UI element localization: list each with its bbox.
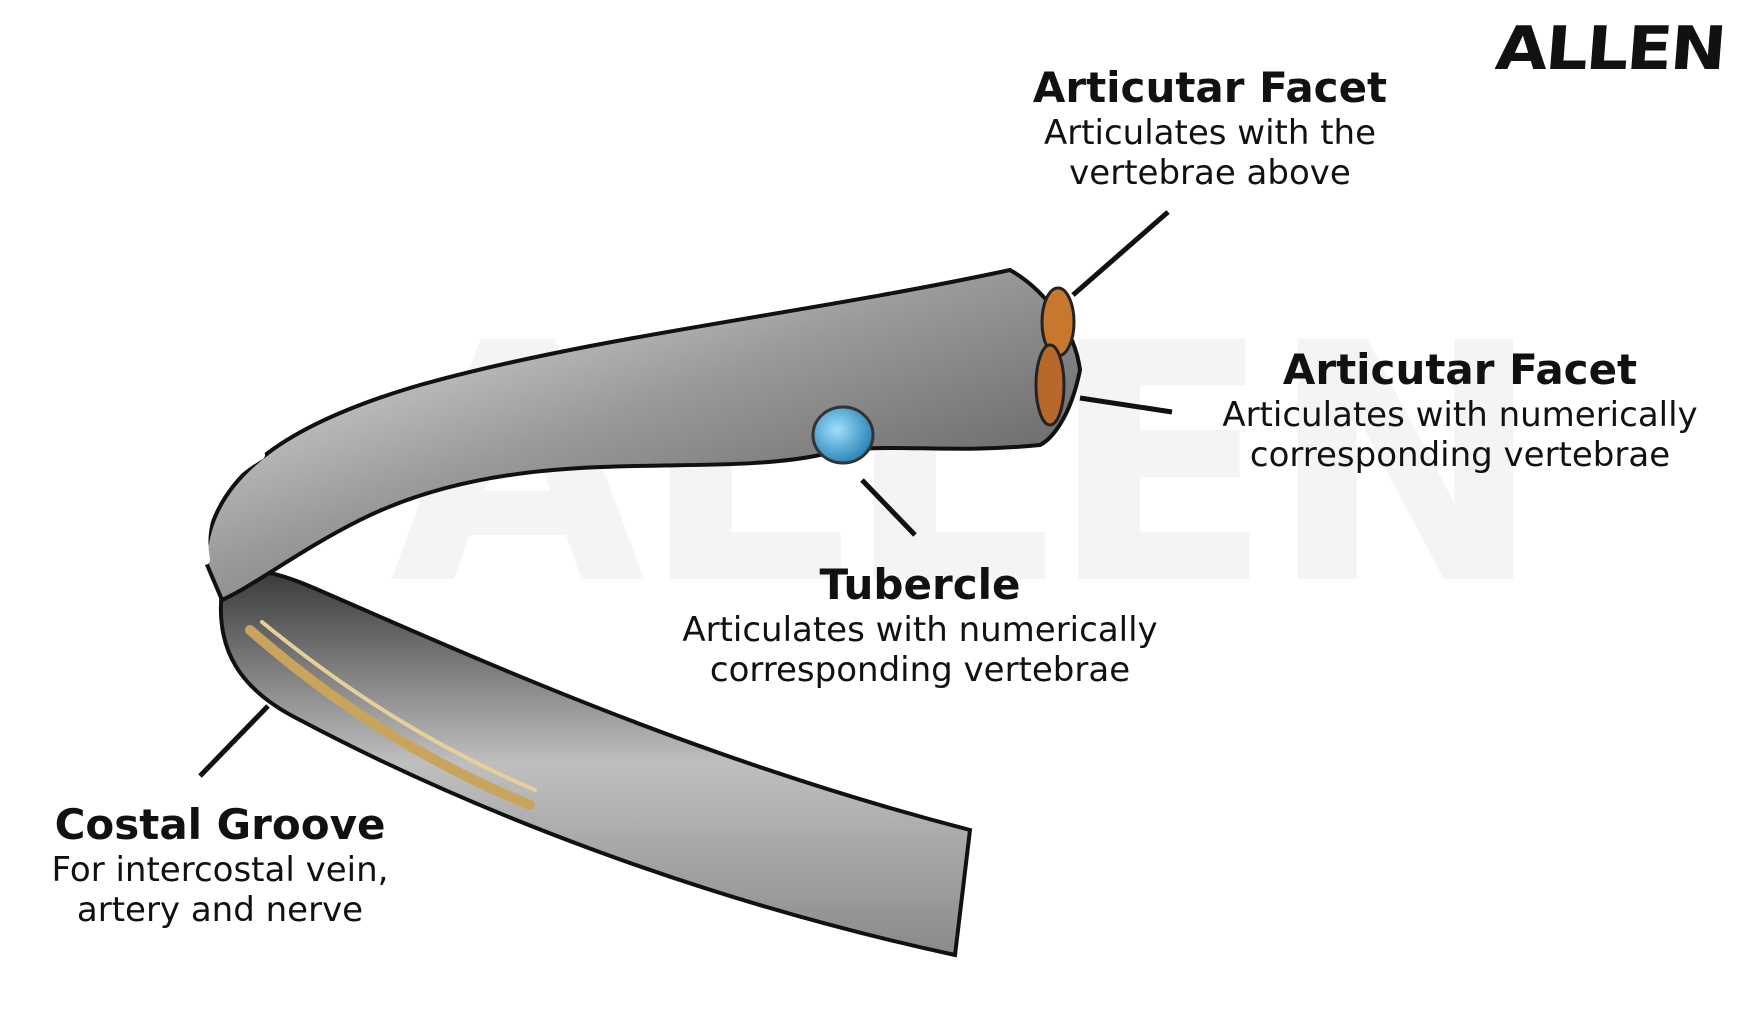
label-desc-line: For intercostal vein, xyxy=(51,850,389,890)
leader-tubercle xyxy=(860,478,917,537)
label-tubercle: Tubercle Articulates with numerically co… xyxy=(650,560,1190,690)
brand-logo: ALLEN xyxy=(1492,14,1727,84)
label-desc-line: Articulates with numerically xyxy=(1222,395,1698,435)
label-title: Costal Groove xyxy=(54,800,386,849)
rib-lower-shaft xyxy=(218,569,973,958)
leader-costal-groove xyxy=(198,704,270,778)
leader-facet-right xyxy=(1079,395,1173,415)
rib-upper-shaft xyxy=(202,267,1083,603)
label-desc-line: corresponding vertebrae xyxy=(709,650,1131,690)
costal-groove-shadow xyxy=(260,620,537,792)
leader-facet-top xyxy=(1071,210,1170,297)
label-desc-line: artery and nerve xyxy=(76,890,364,930)
rib-inner-curve xyxy=(198,450,265,565)
label-title: Articutar Facet xyxy=(1282,345,1638,394)
label-title: Tubercle xyxy=(819,560,1021,609)
label-articular-facet-top: Articutar Facet Articulates with the ver… xyxy=(990,63,1430,193)
label-articular-facet-right: Articutar Facet Articulates with numeric… xyxy=(1190,345,1730,475)
label-desc-line: Articulates with numerically xyxy=(682,610,1158,650)
label-desc-line: Articulates with the xyxy=(1043,113,1377,153)
label-desc-line: vertebrae above xyxy=(1069,153,1351,193)
tubercle-mark xyxy=(811,405,875,465)
costal-groove-mark xyxy=(245,625,535,810)
label-title: Articutar Facet xyxy=(1032,63,1388,112)
articular-facet-lower xyxy=(1034,343,1066,427)
label-desc-line: corresponding vertebrae xyxy=(1249,435,1671,475)
label-costal-groove: Costal Groove For intercostal vein, arte… xyxy=(20,800,420,930)
